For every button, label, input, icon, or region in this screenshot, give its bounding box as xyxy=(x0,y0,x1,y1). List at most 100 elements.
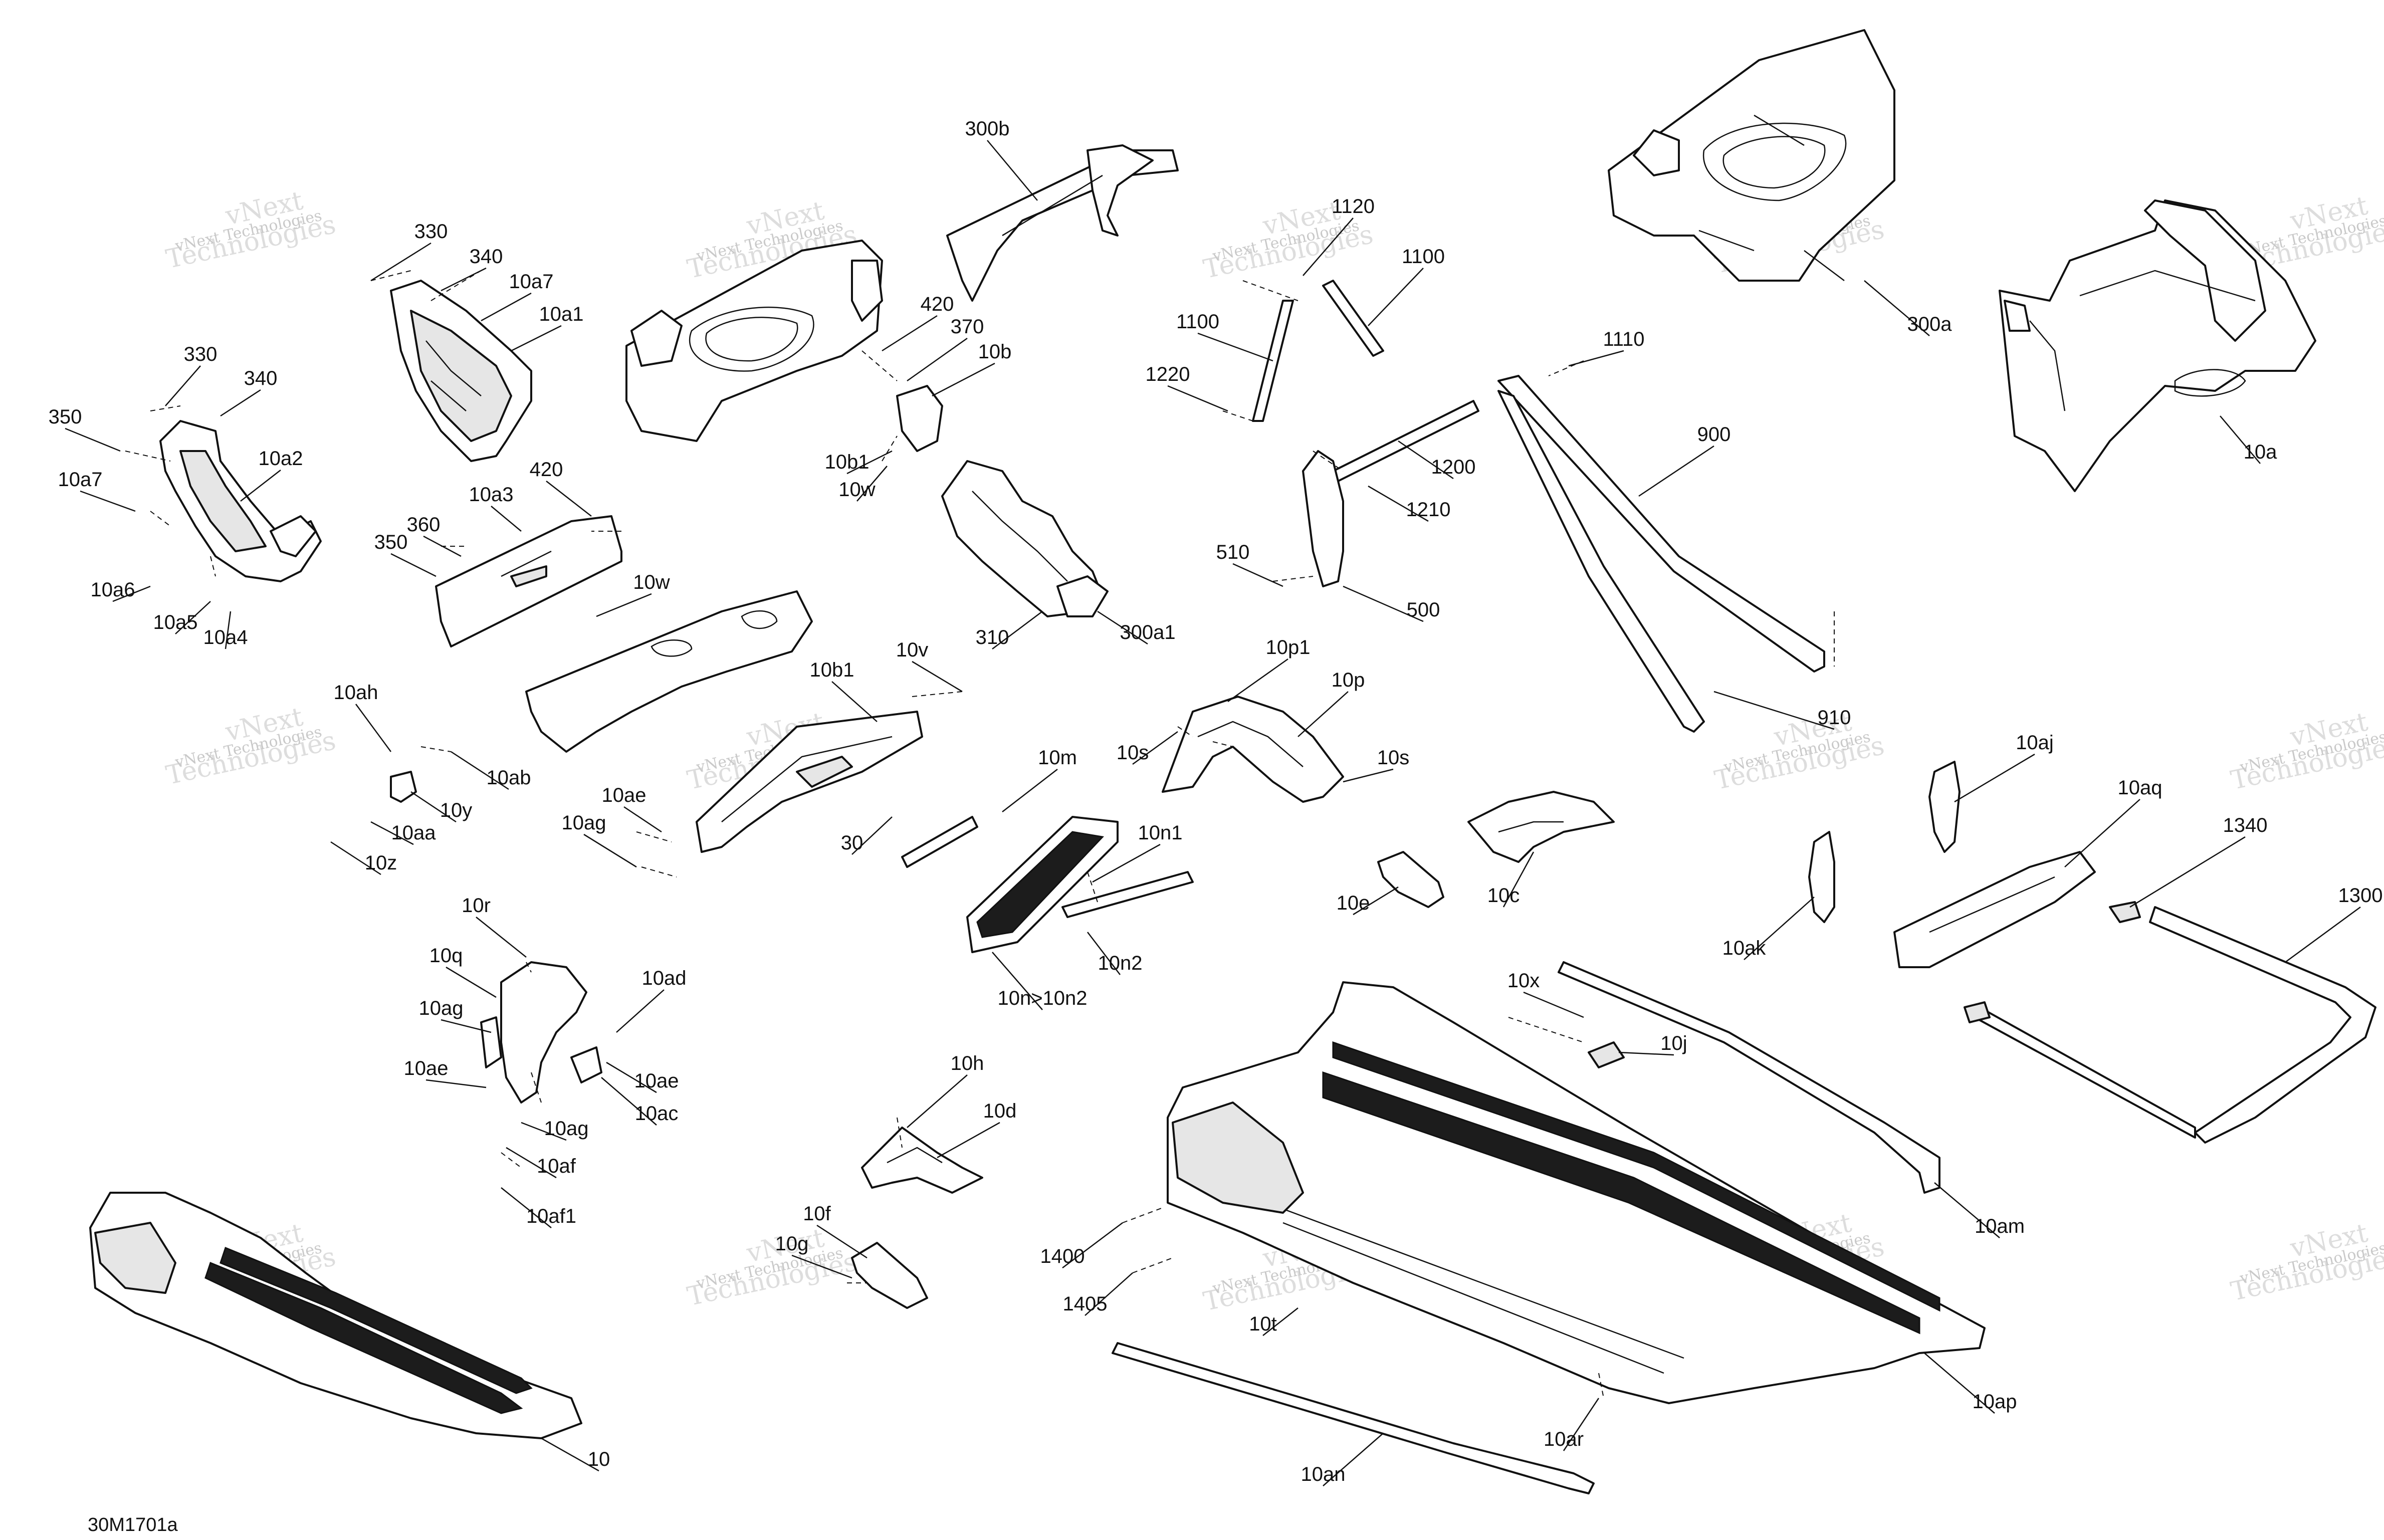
part-10t-tunnel xyxy=(1167,981,1986,1404)
part-number-label: 300a xyxy=(1907,313,1953,335)
leader-line xyxy=(1934,1182,2000,1238)
callout: 340 xyxy=(220,367,277,417)
callout: 10s xyxy=(1117,731,1178,765)
part-number-label: 30 xyxy=(841,832,863,854)
part-number-label: 1220 xyxy=(1146,363,1190,385)
leader-line xyxy=(606,1061,657,1093)
leader-line xyxy=(1368,268,1424,326)
leader-line xyxy=(1343,768,1394,783)
part-number-label: 420 xyxy=(530,459,563,481)
callout: 300a xyxy=(1864,280,1953,336)
leader-line xyxy=(1618,1051,1674,1056)
part-number-label: 10aq xyxy=(2118,777,2162,799)
leader-line xyxy=(912,661,963,693)
part-number-label: 10a7 xyxy=(509,271,554,293)
part-number-label: 10a4 xyxy=(203,626,248,648)
part-number-label: 510 xyxy=(1216,541,1250,563)
leader-line xyxy=(851,816,893,855)
callout: 10ak xyxy=(1722,897,1815,960)
leader-line xyxy=(1924,1353,1995,1414)
part-number-label: 10ae xyxy=(602,784,646,806)
part-10ac xyxy=(570,1046,602,1083)
part-10p xyxy=(1162,696,1344,803)
part-10aj xyxy=(1928,761,1961,853)
part-number-label: 10r xyxy=(462,895,491,917)
callout: 10n2 xyxy=(1087,932,1142,975)
callout: 10ah xyxy=(334,682,392,752)
part-number-label: 10v xyxy=(896,639,929,661)
callout: 10v xyxy=(896,639,963,693)
callout: 10n1 xyxy=(1092,822,1182,883)
figure-code: 30M1701a xyxy=(88,1514,178,1535)
leader-line xyxy=(1502,851,1535,908)
part-number-label: 10aj xyxy=(2016,732,2054,754)
part-number-label: 370 xyxy=(951,316,984,338)
leader-line xyxy=(112,585,151,602)
part-10j xyxy=(1588,1041,1625,1068)
callout: 10n>10n2 xyxy=(992,952,1088,1010)
part-number-label: 360 xyxy=(407,514,441,536)
leader-line xyxy=(1227,658,1288,703)
callout: 310 xyxy=(976,611,1043,649)
leader-line xyxy=(521,1122,567,1141)
part-number-label: 10ab xyxy=(487,767,531,789)
leader-line xyxy=(506,1147,557,1179)
part-number-label: 1100 xyxy=(1402,246,1445,268)
callout: 350 xyxy=(49,406,121,452)
callout: 10 xyxy=(541,1437,610,1472)
callout: 10ab xyxy=(451,751,531,790)
part-number-label: 10ae xyxy=(634,1070,679,1092)
part-10ak xyxy=(1808,831,1835,923)
callout: 1220 xyxy=(1146,363,1228,412)
callout: 10j xyxy=(1618,1032,1687,1056)
callout: 10b1 xyxy=(825,450,893,475)
leader-line xyxy=(240,470,281,502)
part-number-label: 310 xyxy=(976,626,1009,648)
callout: 10a1 xyxy=(511,303,583,352)
part-number-label: 500 xyxy=(1407,599,1440,621)
leader-line xyxy=(623,806,662,833)
callout: 10d xyxy=(937,1100,1016,1159)
part-number-label: 1300 xyxy=(2338,885,2383,907)
part-number-label: 10w xyxy=(838,479,875,501)
part-10f xyxy=(851,1242,928,1309)
leader-line xyxy=(932,362,995,397)
part-number-label: 10q xyxy=(429,945,463,967)
part-number-label: 10an xyxy=(1301,1463,1346,1485)
leader-line xyxy=(165,365,201,406)
part-number-label: 10e xyxy=(1337,892,1370,914)
part-number-label: 10s xyxy=(1117,742,1149,764)
leader-line xyxy=(1343,585,1424,622)
part-number-label: 10ae xyxy=(404,1057,449,1079)
callout: 10b1 xyxy=(810,659,878,722)
part-number-label: 10s xyxy=(1377,747,1410,769)
part-10a xyxy=(1999,199,2316,492)
part-number-label: 330 xyxy=(414,221,448,243)
part-1300 xyxy=(1974,906,2376,1144)
callout: 10aq xyxy=(2064,777,2162,867)
leader-line xyxy=(596,593,652,617)
callout: 10a6 xyxy=(91,579,151,602)
leader-line xyxy=(1323,1433,1384,1486)
part-10am xyxy=(1558,961,1940,1194)
callout: 10af1 xyxy=(501,1187,576,1228)
part-500 xyxy=(1302,450,1344,587)
part-number-label: 350 xyxy=(49,406,82,428)
part-number-label: 10b xyxy=(978,341,1012,363)
leader-line xyxy=(1297,691,1349,737)
callout: 10ae xyxy=(606,1061,679,1093)
callout: 10s xyxy=(1343,747,1410,783)
part-number-label: 1210 xyxy=(1406,499,1451,521)
callout: 1110 xyxy=(1568,328,1645,367)
leader-line xyxy=(220,389,261,417)
callout: 1100 xyxy=(1176,311,1273,362)
part-number-label: 10ag xyxy=(562,812,606,834)
callout: 30 xyxy=(841,816,893,855)
callout: 10ac xyxy=(601,1077,679,1126)
callout: 900 xyxy=(1638,423,1730,497)
leader-line xyxy=(1002,769,1058,812)
part-number-label: 10ac xyxy=(635,1103,679,1125)
part-10b1 xyxy=(696,711,923,853)
leader-line xyxy=(1197,332,1273,362)
leader-line xyxy=(882,315,938,352)
